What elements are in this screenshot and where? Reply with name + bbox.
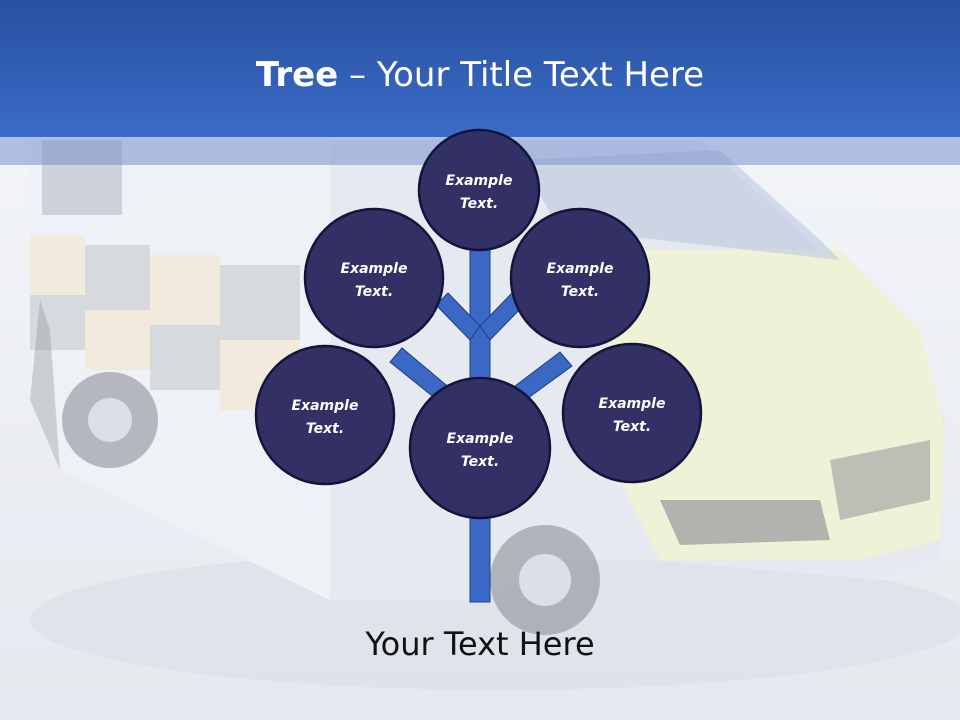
slide-title: Tree – Your Title Text Here (0, 50, 960, 100)
node-label-line1: Example (341, 261, 408, 277)
tree-node: Example Text. (509, 207, 651, 349)
node-circle (254, 344, 396, 486)
node-label-line1: Example (292, 398, 359, 414)
node-label-line2: Text. (561, 284, 599, 300)
title-banner (0, 0, 960, 137)
node-label-line1: Example (446, 173, 513, 189)
tree-node: Example Text. (254, 344, 396, 486)
tree-node: Example Text. (561, 342, 703, 484)
tree-node: Example Text. (303, 207, 445, 349)
node-label-line2: Text. (306, 421, 344, 437)
tree-node: Example Text. (417, 128, 541, 252)
node-circle (303, 207, 445, 349)
node-label-line2: Text. (613, 419, 651, 435)
node-label-line2: Text. (355, 284, 393, 300)
node-label-line1: Example (547, 261, 614, 277)
node-label-line1: Example (447, 431, 514, 447)
node-circle (509, 207, 651, 349)
title-rest: – Your Title Text Here (338, 55, 705, 95)
node-label-line2: Text. (460, 196, 498, 212)
node-circle (408, 376, 552, 520)
tree-node: Example Text. (408, 376, 552, 520)
title-bold: Tree (255, 55, 339, 95)
node-label-line2: Text. (461, 454, 499, 470)
node-circle (561, 342, 703, 484)
node-label-line1: Example (599, 396, 666, 412)
footer-caption: Your Text Here (365, 625, 595, 663)
node-circle (417, 128, 541, 252)
branch-left-upper (435, 292, 481, 341)
